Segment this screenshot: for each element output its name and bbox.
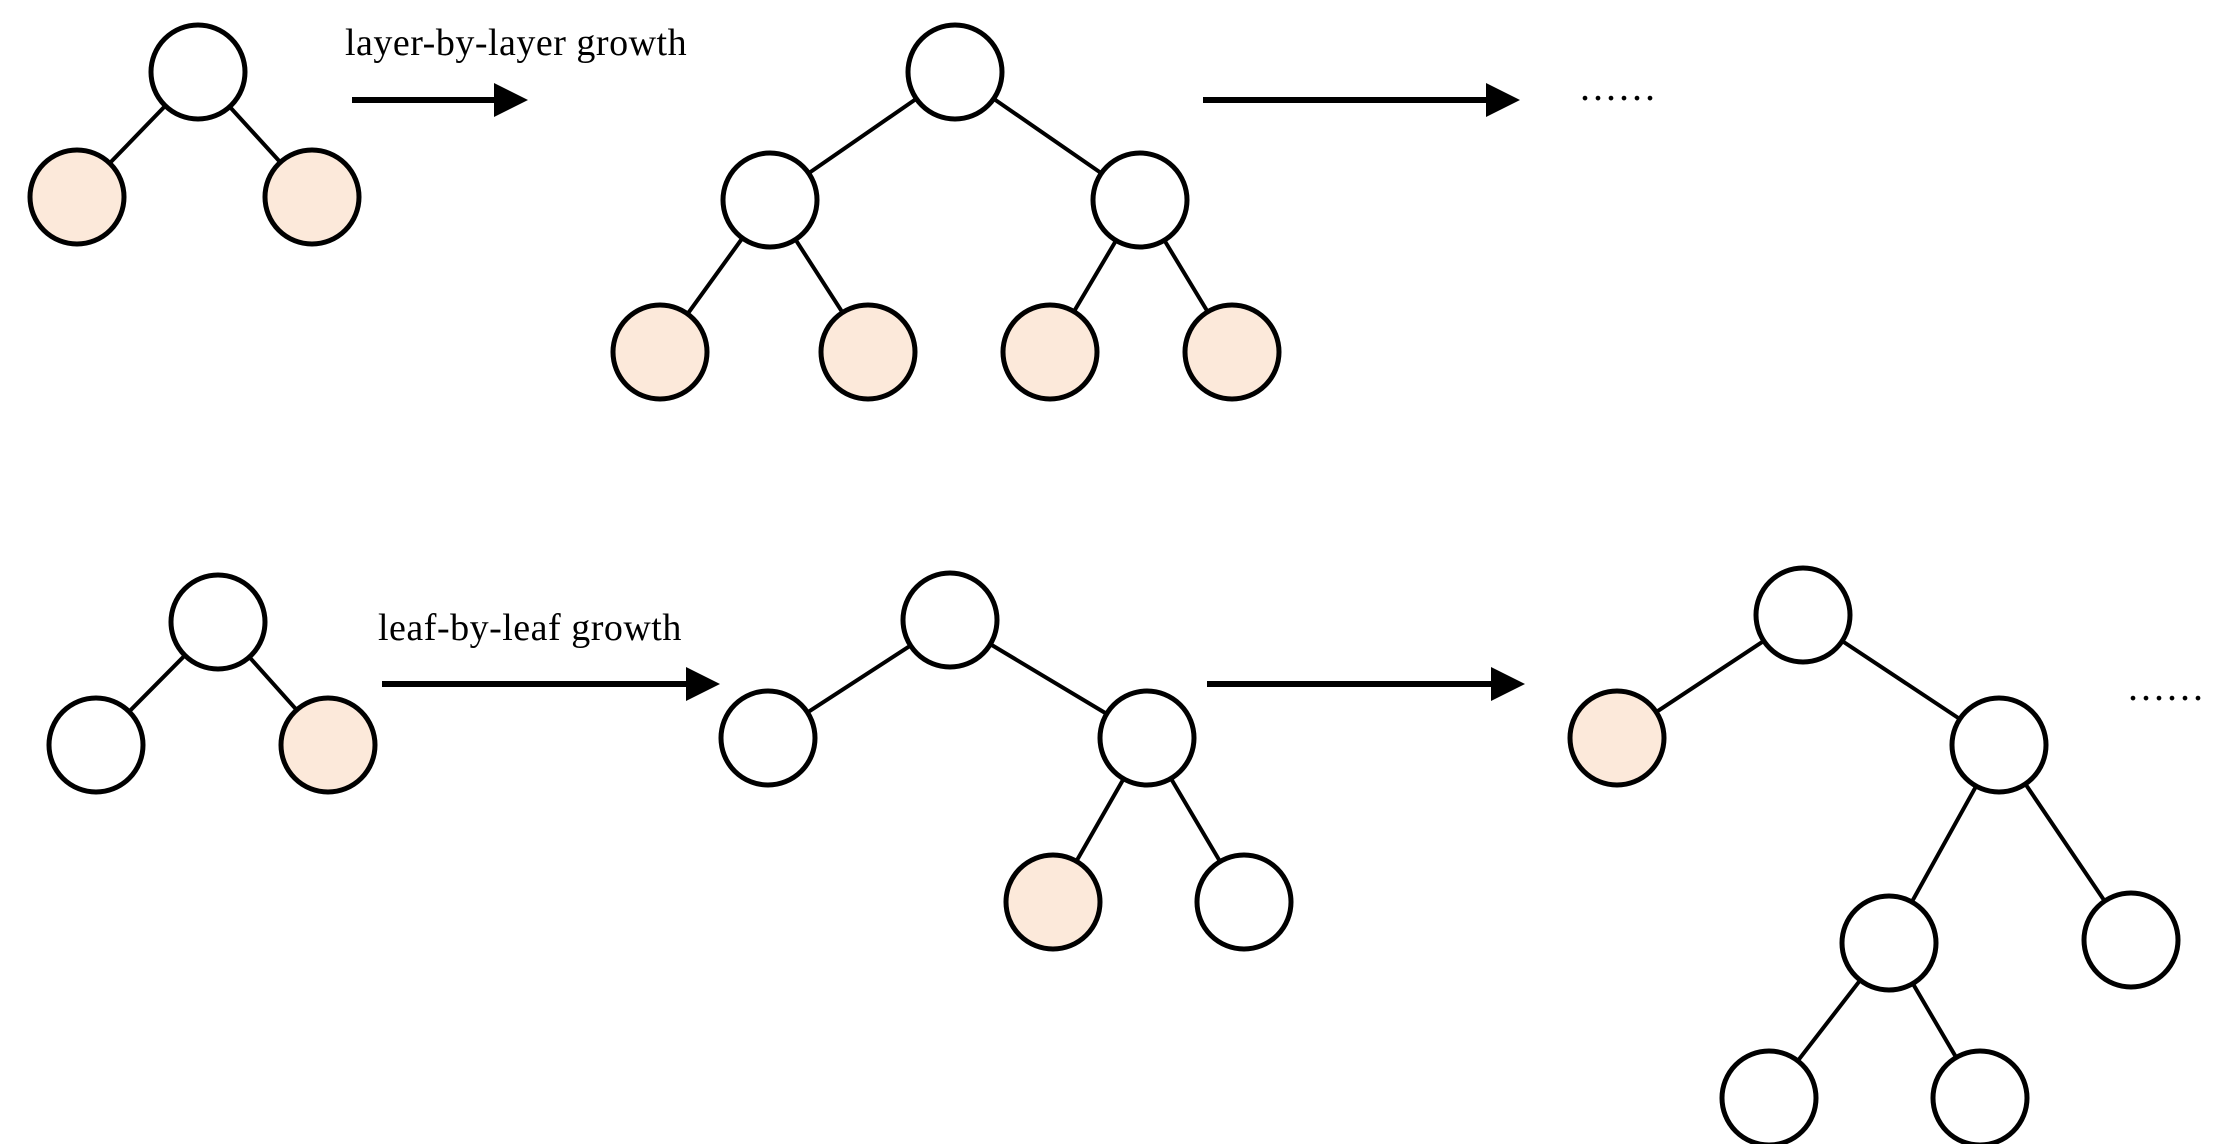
tree-edge xyxy=(226,103,284,166)
tree-edge xyxy=(106,102,169,167)
tree-node xyxy=(1930,1048,2030,1144)
tree-edge xyxy=(803,642,915,716)
tree-edge xyxy=(792,235,846,317)
arrow-head-icon xyxy=(1491,667,1525,701)
tree-edge xyxy=(990,95,1105,177)
tree-edge xyxy=(1908,782,1980,906)
continuation-ellipsis: ...... xyxy=(1580,64,1658,109)
tree-node xyxy=(900,570,1000,670)
tree-node xyxy=(718,688,818,788)
tree-node-highlighted xyxy=(262,147,362,247)
tree-edge xyxy=(1794,976,1864,1065)
arrows-layer xyxy=(352,83,1525,701)
tree-edge xyxy=(2022,780,2108,905)
tree-node xyxy=(1090,150,1190,250)
tree-node xyxy=(46,695,146,795)
tree-edge xyxy=(125,651,189,716)
arrow-head-icon xyxy=(686,667,720,701)
tree-node xyxy=(1949,695,2049,795)
tree-node xyxy=(1753,565,1853,665)
arrow-head-icon xyxy=(1486,83,1520,117)
tree-edge xyxy=(1838,637,1964,723)
tree-node xyxy=(1194,852,1294,952)
tree-edge xyxy=(1070,236,1120,316)
tree-node xyxy=(1097,688,1197,788)
tree-node-highlighted xyxy=(27,147,127,247)
tree-edge xyxy=(1161,236,1211,316)
tree-edge xyxy=(1909,979,1960,1062)
growth-caption: layer-by-layer growth xyxy=(345,22,687,64)
growth-caption: leaf-by-leaf growth xyxy=(378,607,682,649)
tree-edge xyxy=(245,653,301,714)
tree-node xyxy=(2081,890,2181,990)
tree-node-highlighted xyxy=(1567,688,1667,788)
tree-edge xyxy=(1073,775,1127,865)
continuation-ellipsis: ...... xyxy=(2128,664,2206,709)
tree-node-highlighted xyxy=(278,695,378,795)
tree-node xyxy=(905,22,1005,122)
tree-edge xyxy=(986,641,1111,717)
tree-edge xyxy=(1652,637,1768,716)
tree-node-highlighted xyxy=(1003,852,1103,952)
tree-node xyxy=(148,22,248,122)
tree-node xyxy=(1719,1048,1819,1144)
tree-edge xyxy=(1167,774,1224,866)
tree-node-highlighted xyxy=(610,302,710,402)
edges-layer xyxy=(106,95,2108,1065)
tree-node-highlighted xyxy=(1182,302,1282,402)
arrow-head-icon xyxy=(494,83,528,117)
tree-node xyxy=(168,572,268,672)
labels-layer: layer-by-layer growth...... leaf-by-leaf … xyxy=(345,22,2206,709)
tree-edge xyxy=(684,234,746,318)
tree-edge xyxy=(805,95,920,177)
tree-node xyxy=(1839,893,1939,993)
nodes-layer xyxy=(27,22,2181,1144)
tree-node xyxy=(720,150,820,250)
tree-node-highlighted xyxy=(818,302,918,402)
tree-node-highlighted xyxy=(1000,302,1100,402)
